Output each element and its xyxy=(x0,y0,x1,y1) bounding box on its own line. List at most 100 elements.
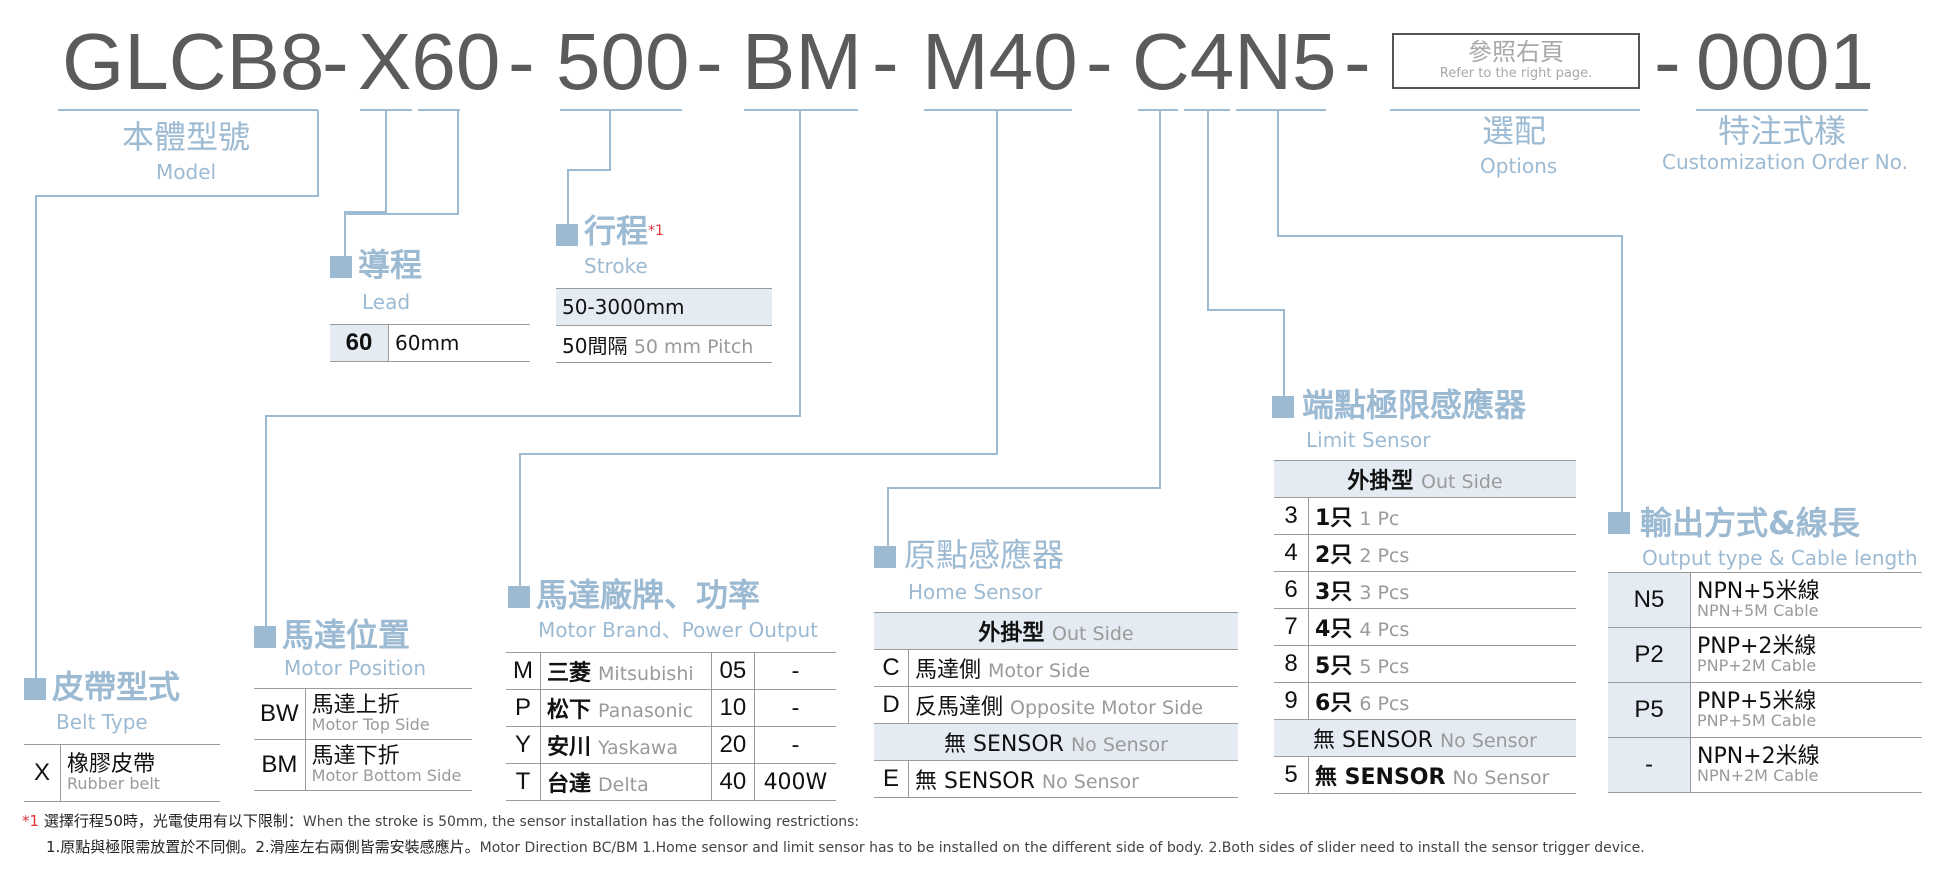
power-value: 400W xyxy=(754,763,836,801)
table-row: 7 4只 4 Pcs xyxy=(1274,608,1576,646)
motor-brand-zh: 台達 xyxy=(547,772,592,797)
table-row: P 松下 Panasonic 10 - xyxy=(506,689,836,727)
output-title-zh: 輸出方式&線長 xyxy=(1640,504,1860,542)
limit-sensor-zh: 無 SENSOR xyxy=(1315,765,1446,790)
stroke-table: 50-3000mm 50間隔 50 mm Pitch xyxy=(556,288,772,363)
motor-position-code: BW xyxy=(254,688,306,740)
table-row: T 台達 Delta 40 400W xyxy=(506,763,836,801)
lead-table: 60 60mm xyxy=(330,324,530,362)
custom-label-zh: 特注式樣 xyxy=(1718,112,1847,150)
motor-brand-code: T xyxy=(506,763,541,801)
stroke-pitch-zh: 50間隔 xyxy=(562,333,628,358)
lead-value: 60mm xyxy=(388,324,530,362)
code-lead: X60 xyxy=(358,17,501,106)
code-stroke: 500 xyxy=(556,17,690,106)
limit-sensor-en: 1 Pc xyxy=(1359,508,1400,530)
code-sensor: C4N5 xyxy=(1132,17,1337,106)
home-sensor-nosensor-zh: 無 SENSOR xyxy=(944,732,1064,757)
model-label-zh: 本體型號 xyxy=(122,118,251,156)
stroke-note-mark: *1 xyxy=(648,223,664,239)
lead-code: 60 xyxy=(330,324,389,362)
limit-sensor-marker xyxy=(1272,396,1294,418)
table-row: Y 安川 Yaskawa 20 - xyxy=(506,726,836,764)
table-row: 50間隔 50 mm Pitch xyxy=(556,325,772,363)
output-zh: PNP+5米線 xyxy=(1697,689,1817,714)
home-sensor-nosensor: 無 SENSOR No Sensor xyxy=(874,723,1238,761)
limit-sensor-head-en: Out Side xyxy=(1421,471,1503,493)
limit-sensor-code: 5 xyxy=(1274,756,1309,794)
output-en: NPN+2M Cable xyxy=(1697,766,1819,785)
model-label-en: Model xyxy=(156,160,217,184)
footnote-line-1: *1 選擇行程50時，光電使用有以下限制：When the stroke is … xyxy=(22,810,859,831)
limit-sensor-code: 8 xyxy=(1274,645,1309,683)
motor-position-en: Motor Top Side xyxy=(311,715,430,734)
limit-sensor-head-zh: 外掛型 xyxy=(1347,469,1414,494)
limit-sensor-zh: 6只 xyxy=(1315,691,1353,716)
home-sensor-code: E xyxy=(874,760,909,798)
limit-sensor-code: 9 xyxy=(1274,682,1309,720)
output-zh: NPN+5米線 xyxy=(1697,579,1820,604)
code-motor: M40 xyxy=(922,17,1078,106)
home-sensor-marker xyxy=(874,546,896,568)
limit-sensor-en: No Sensor xyxy=(1452,767,1550,789)
motor-position-zh: 馬達上折 xyxy=(311,693,400,718)
motor-position-title-zh: 馬達位置 xyxy=(282,616,411,654)
code-dash: - xyxy=(872,17,899,106)
home-sensor-en: Motor Side xyxy=(988,660,1091,682)
limit-sensor-en: 2 Pcs xyxy=(1359,545,1410,567)
code-dash: - xyxy=(696,17,723,106)
output-zh: PNP+2米線 xyxy=(1697,634,1817,659)
belt-code: X xyxy=(24,744,61,802)
limit-sensor-zh: 2只 xyxy=(1315,543,1353,568)
motor-brand-desc: 松下 Panasonic xyxy=(540,689,712,727)
output-code: P5 xyxy=(1608,682,1691,738)
stroke-marker xyxy=(556,224,578,246)
motor-brand-en: Delta xyxy=(598,774,649,796)
home-sensor-code: C xyxy=(874,649,909,687)
limit-sensor-nosensor-en: No Sensor xyxy=(1439,730,1537,752)
power-value: - xyxy=(754,726,836,764)
power-value: - xyxy=(754,652,836,690)
power-code: 40 xyxy=(711,763,755,801)
code-motor-position: BM xyxy=(742,17,862,106)
limit-sensor-code: 4 xyxy=(1274,534,1309,572)
limit-sensor-en: 6 Pcs xyxy=(1359,693,1410,715)
home-sensor-zh: 馬達側 xyxy=(915,658,982,683)
home-sensor-title-zh: 原點感應器 xyxy=(904,536,1065,574)
motor-brand-title-en: Motor Brand、Power Output xyxy=(538,618,819,642)
stroke-title-zh: 行程 xyxy=(584,212,649,250)
belt-zh: 橡膠皮帶 xyxy=(67,752,156,777)
table-row: 3 1只 1 Pc xyxy=(1274,497,1576,535)
limit-sensor-nosensor-zh: 無 SENSOR xyxy=(1313,728,1433,753)
limit-sensor-code: 6 xyxy=(1274,571,1309,609)
motor-brand-code: M xyxy=(506,652,541,690)
options-reference-box: 參照右頁 Refer to the right page. xyxy=(1392,33,1640,89)
home-sensor-title-en: Home Sensor xyxy=(908,580,1042,604)
footnote-2-zh: 1.原點與極限需放置於不同側。2.滑座左右兩側皆需安裝感應片。 xyxy=(46,838,480,856)
table-row: 50-3000mm xyxy=(556,288,772,326)
home-sensor-zh: 無 SENSOR xyxy=(915,769,1035,794)
home-sensor-desc: 馬達側 Motor Side xyxy=(908,649,1238,687)
motor-brand-marker xyxy=(508,586,530,608)
output-code: P2 xyxy=(1608,627,1691,683)
options-label-en: Options xyxy=(1480,154,1558,178)
limit-sensor-desc: 5只 5 Pcs xyxy=(1308,645,1576,683)
stroke-title-en: Stroke xyxy=(584,254,648,278)
motor-position-code: BM xyxy=(254,739,306,791)
table-row: 6 3只 3 Pcs xyxy=(1274,571,1576,609)
limit-sensor-head: 外掛型 Out Side xyxy=(1274,460,1576,498)
motor-brand-table: M 三菱 Mitsubishi 05 - P 松下 Panasonic 10 -… xyxy=(506,652,836,801)
lead-title-en: Lead xyxy=(362,290,411,314)
motor-brand-desc: 三菱 Mitsubishi xyxy=(540,652,712,690)
limit-sensor-nosensor: 無 SENSOR No Sensor xyxy=(1274,719,1576,757)
